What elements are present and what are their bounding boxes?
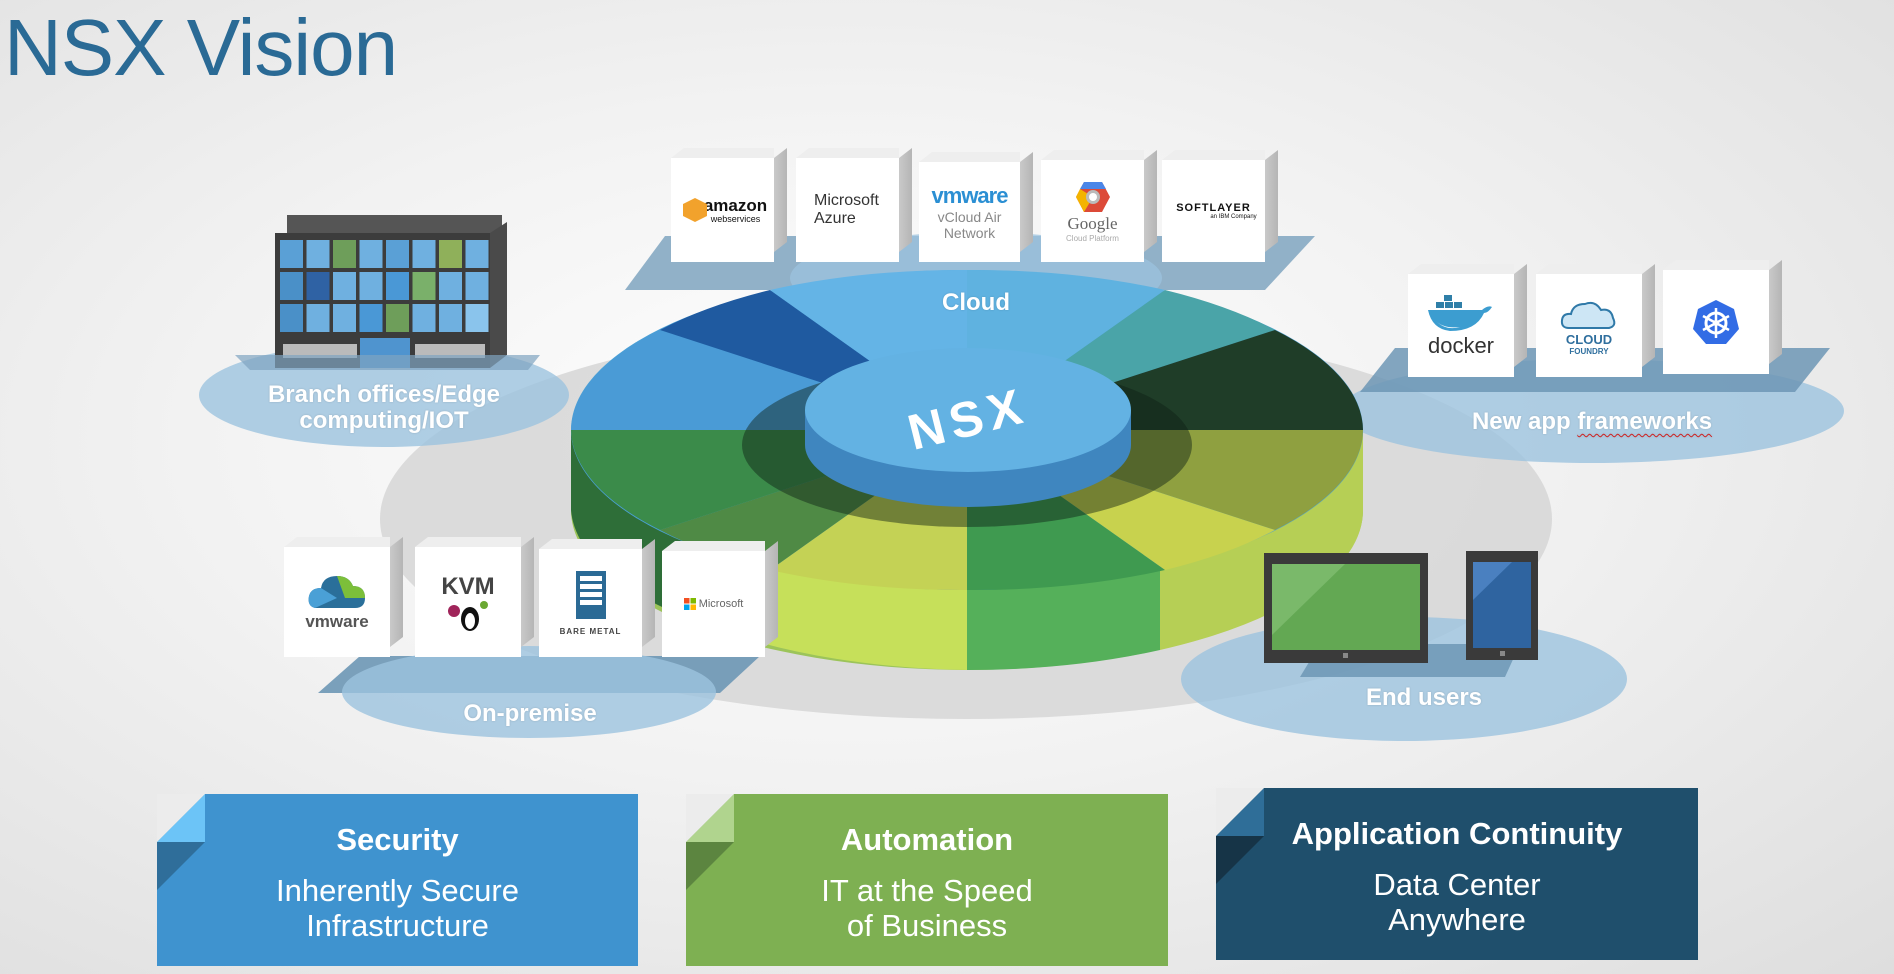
building-window — [306, 304, 330, 332]
azure-logo-line1: Microsoft — [814, 192, 879, 209]
kubernetes-helm-icon — [1693, 300, 1739, 344]
microsoft-logo-text: Microsoft — [698, 598, 744, 610]
branch-label-line2: computing/IOT — [299, 407, 469, 435]
building-window — [280, 240, 303, 268]
tile-cloud-foundry: CLOUD FOUNDRY — [1536, 274, 1642, 377]
onpremise-label: On-premise — [463, 700, 597, 727]
softlayer-logo-subtext: an IBM Company — [1210, 214, 1257, 220]
bare-metal-text: BARE METAL — [559, 626, 622, 636]
building-window — [333, 304, 356, 332]
cloud-foundry-line1: CLOUD — [1565, 331, 1613, 347]
docker-whale-icon — [1428, 294, 1492, 331]
google-cloud-hexagon-icon — [1075, 181, 1110, 212]
building-window — [439, 240, 462, 268]
tile-softlayer: SOFTLAYER an IBM Company — [1162, 160, 1265, 262]
page-title: NSX Vision — [4, 3, 398, 92]
frameworks-label: New app frameworks — [1442, 408, 1742, 435]
card-title: Security — [336, 822, 459, 857]
card-subtitle-line1: Inherently Secure — [276, 873, 519, 908]
vcloud-line2: Network — [943, 225, 996, 241]
phone-device-icon — [1466, 551, 1538, 660]
building-window — [412, 272, 436, 300]
building-window — [306, 272, 330, 300]
tile-microsoft-azure: Microsoft Azure — [796, 158, 899, 262]
docker-logo-text: docker — [1427, 332, 1495, 358]
building-window — [465, 240, 489, 268]
card-automation: Automation IT at the Speed of Business — [686, 794, 1168, 966]
card-fold-icon — [157, 794, 205, 890]
tile-vmware-vcloud-air: vmware vCloud Air Network — [919, 162, 1020, 262]
cloud-label: Cloud — [942, 289, 1010, 316]
card-subtitle-line2: of Business — [846, 907, 1008, 943]
google-logo-text: Google — [1067, 213, 1118, 233]
building-window — [359, 304, 383, 332]
tile-kvm: KVM — [415, 547, 521, 657]
kvm-logo-text: KVM — [441, 573, 495, 600]
building-window — [465, 304, 489, 332]
vcloud-line1: vCloud Air — [937, 209, 1002, 225]
tile-kubernetes — [1663, 270, 1769, 374]
branch-building-icon — [235, 215, 540, 370]
building-window — [333, 240, 356, 268]
building-window — [465, 272, 489, 300]
building-window — [386, 304, 409, 332]
tile-docker: docker — [1408, 274, 1514, 377]
frameworks-label-flagged-word: frameworks — [1577, 408, 1713, 435]
tile-vmware: vmware — [284, 547, 390, 657]
onpremise-ellipse — [342, 646, 716, 738]
building-window — [412, 304, 436, 332]
tile-microsoft: Microsoft — [662, 551, 765, 657]
cloud-foundry-cloud-icon — [1560, 301, 1616, 329]
branch-label: Branch offices/Edge computing/IOT — [234, 381, 534, 435]
card-fold-icon — [686, 794, 734, 890]
nsx-disc — [571, 269, 1364, 671]
building-window — [333, 272, 356, 300]
building-window — [306, 240, 330, 268]
card-title: Automation — [840, 822, 1014, 857]
branch-label-line1: Branch offices/Edge — [267, 381, 501, 408]
tablet-device-icon — [1264, 553, 1428, 663]
softlayer-logo-text: SOFTLAYER — [1176, 202, 1251, 214]
card-subtitle-line2: Anywhere — [1388, 901, 1526, 937]
building-window — [359, 272, 383, 300]
kvm-penguin-icon — [448, 601, 488, 631]
cloud-foundry-line2: FOUNDRY — [1569, 346, 1609, 356]
card-title: Application Continuity — [1291, 816, 1623, 851]
azure-logo-line2: Azure — [814, 210, 856, 227]
microsoft-windows-logo-icon — [683, 598, 696, 610]
card-security: Security Inherently Secure Infrastructur… — [157, 794, 638, 966]
building-window — [359, 240, 383, 268]
card-subtitle-line1: IT at the Speed — [821, 873, 1033, 908]
vmware-logo-text: vmware — [305, 612, 369, 631]
tile-amazon-web-services: amazon webservices — [671, 158, 774, 262]
google-logo-subtext: Cloud Platform — [1066, 233, 1119, 243]
aws-logo-subtext: webservices — [710, 213, 761, 224]
card-subtitle-line1: Data Center — [1373, 867, 1541, 902]
tile-google-cloud-platform: Google Cloud Platform — [1041, 160, 1144, 262]
vmware-cloud-icon — [308, 576, 365, 608]
card-fold-icon — [1216, 788, 1264, 884]
aws-cubes-icon — [683, 198, 707, 222]
building-window — [386, 272, 409, 300]
building-window — [280, 304, 303, 332]
building-window — [386, 240, 409, 268]
building-window — [280, 272, 303, 300]
endusers-label: End users — [1365, 684, 1483, 711]
frameworks-label-prefix: New app — [1471, 408, 1578, 435]
server-rack-icon — [575, 570, 606, 619]
building-window — [412, 240, 436, 268]
aws-logo-text: amazon — [703, 195, 768, 215]
vmware-brand-text: vmware — [931, 183, 1009, 208]
building-window — [439, 272, 462, 300]
building-window — [439, 304, 462, 332]
card-subtitle-line2: Infrastructure — [306, 907, 489, 943]
tile-bare-metal: BARE METAL — [539, 549, 642, 657]
card-application-continuity: Application Continuity Data Center Anywh… — [1216, 788, 1698, 960]
